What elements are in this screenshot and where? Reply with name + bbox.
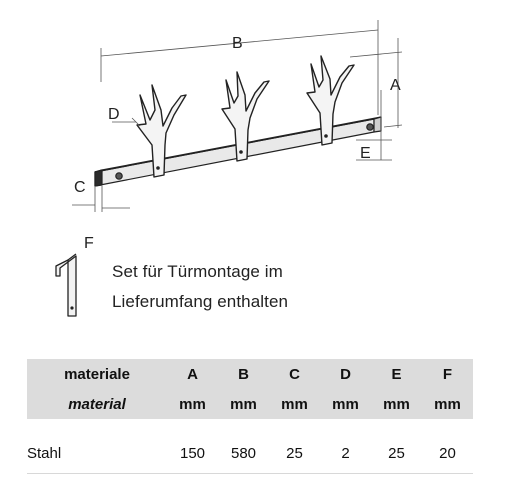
material-header-it: materiale — [27, 359, 167, 389]
dimension-c — [72, 186, 130, 212]
table-header-row: materiale A B C D E F — [27, 359, 473, 389]
dimension-a — [349, 38, 403, 128]
value-e: 25 — [371, 433, 422, 474]
mounting-note-line-2: Lieferumfang enthalten — [112, 292, 289, 311]
label-c: C — [74, 179, 86, 196]
unit-c: mm — [269, 389, 320, 419]
antler-hooks — [136, 55, 355, 178]
mounting-clip-f — [55, 253, 77, 317]
dimension-b — [100, 20, 379, 115]
label-f: F — [84, 235, 94, 252]
value-d: 2 — [320, 433, 371, 474]
table-spacer — [27, 419, 473, 433]
unit-f: mm — [422, 389, 473, 419]
col-header-d: D — [320, 359, 371, 389]
unit-e: mm — [371, 389, 422, 419]
dimension-d — [112, 117, 141, 127]
spec-table: materiale A B C D E F material mm mm mm … — [27, 359, 473, 474]
table-row: Stahl 150 580 25 2 25 20 — [27, 433, 473, 474]
unit-d: mm — [320, 389, 371, 419]
material-header-en: material — [27, 389, 167, 419]
value-b: 580 — [218, 433, 269, 474]
label-e: E — [360, 145, 371, 162]
unit-a: mm — [167, 389, 218, 419]
material-cell: Stahl — [27, 433, 167, 474]
table-unit-row: material mm mm mm mm mm mm — [27, 389, 473, 419]
label-b: B — [232, 35, 243, 52]
col-header-c: C — [269, 359, 320, 389]
value-a: 150 — [167, 433, 218, 474]
unit-b: mm — [218, 389, 269, 419]
col-header-a: A — [167, 359, 218, 389]
mounting-note-line-1: Set für Türmontage im — [112, 262, 283, 281]
value-f: 20 — [422, 433, 473, 474]
value-c: 25 — [269, 433, 320, 474]
col-header-f: F — [422, 359, 473, 389]
dimension-e — [356, 90, 392, 161]
col-header-e: E — [371, 359, 422, 389]
col-header-b: B — [218, 359, 269, 389]
product-drawing: B A D E C — [55, 20, 403, 317]
label-d: D — [108, 106, 120, 123]
label-a: A — [390, 77, 401, 94]
